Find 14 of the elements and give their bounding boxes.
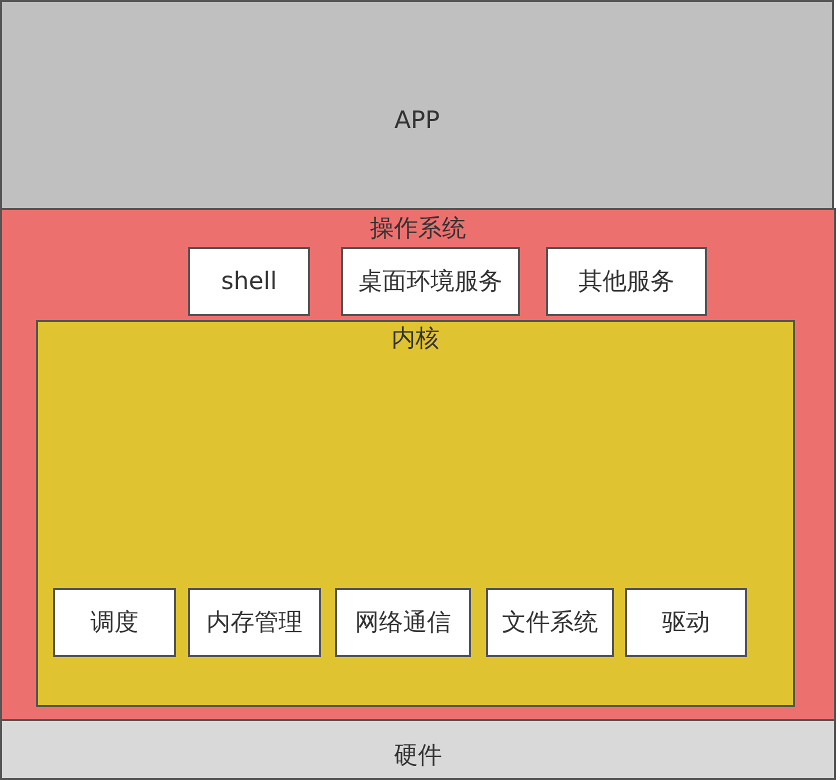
layer-band: APP (0, 0, 834, 210)
module-box: 其他服务 (546, 247, 707, 316)
module-box: shell (188, 247, 310, 316)
module-box: 调度 (53, 588, 176, 657)
box-title: 操作系统 (370, 214, 466, 243)
module-box: 文件系统 (486, 588, 614, 657)
layer-box (36, 320, 795, 707)
module-box: 驱动 (625, 588, 747, 657)
layer-band: 硬件 (0, 719, 836, 780)
module-box: 内存管理 (188, 588, 321, 657)
box-title: 内核 (392, 324, 440, 353)
module-box: 网络通信 (335, 588, 471, 657)
module-box: 桌面环境服务 (341, 247, 520, 316)
layer-box (0, 208, 836, 721)
